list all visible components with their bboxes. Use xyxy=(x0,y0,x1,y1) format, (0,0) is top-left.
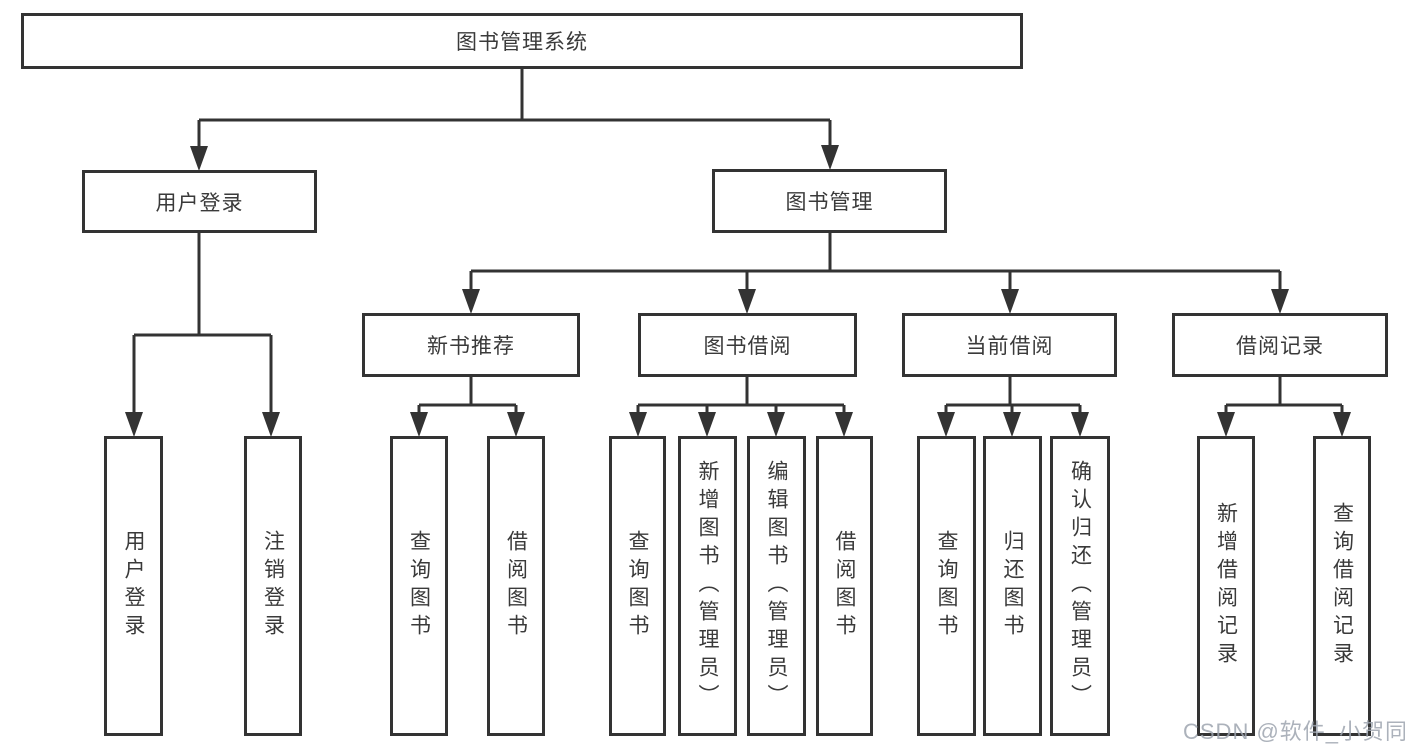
node-borrow-records-label: 借阅记录 xyxy=(1236,335,1324,358)
arrowheads xyxy=(125,145,1351,437)
leaf-cb-return-books: 归还图书 xyxy=(983,436,1042,736)
leaf-bb-add-books-admin-label: 新增图书（管理员） xyxy=(696,460,719,712)
leaf-bb-query-books: 查询图书 xyxy=(609,436,666,736)
leaf-br-add-record: 新增借阅记录 xyxy=(1197,436,1255,736)
node-book-borrow: 图书借阅 xyxy=(638,313,857,377)
leaf-user-login: 用户登录 xyxy=(104,436,163,736)
node-root: 图书管理系统 xyxy=(21,13,1023,69)
node-book-borrow-label: 图书借阅 xyxy=(703,335,792,358)
node-current-borrow: 当前借阅 xyxy=(902,313,1117,377)
leaf-cb-confirm-return-admin-label: 确认归还（管理员） xyxy=(1068,460,1092,712)
node-book-management-label: 图书管理 xyxy=(785,191,874,214)
node-new-book-recommend: 新书推荐 xyxy=(362,313,580,377)
leaf-cb-return-books-label: 归还图书 xyxy=(1001,530,1024,642)
node-user-login-label: 用户登录 xyxy=(155,191,244,215)
leaf-bb-edit-books-admin-label: 编辑图书（管理员） xyxy=(765,460,788,712)
node-borrow-records: 借阅记录 xyxy=(1172,313,1388,377)
leaf-br-add-record-label: 新增借阅记录 xyxy=(1214,502,1238,670)
leaf-bb-borrow-books: 借阅图书 xyxy=(816,436,873,736)
leaf-user-login-label: 用户登录 xyxy=(122,530,145,642)
leaf-cb-query-books-label: 查询图书 xyxy=(935,530,958,642)
leaf-br-query-record: 查询借阅记录 xyxy=(1313,436,1371,736)
node-user-login: 用户登录 xyxy=(82,170,317,233)
leaf-bb-edit-books-admin: 编辑图书（管理员） xyxy=(747,436,806,736)
leaf-nbr-query-books: 查询图书 xyxy=(390,436,448,736)
leaf-logout: 注销登录 xyxy=(244,436,302,736)
leaf-logout-label: 注销登录 xyxy=(261,530,285,642)
node-book-management: 图书管理 xyxy=(712,169,947,233)
leaf-cb-confirm-return-admin: 确认归还（管理员） xyxy=(1050,436,1110,736)
leaf-nbr-query-books-label: 查询图书 xyxy=(407,530,431,642)
leaf-bb-borrow-books-label: 借阅图书 xyxy=(833,530,856,642)
leaf-bb-add-books-admin: 新增图书（管理员） xyxy=(678,436,737,736)
node-current-borrow-label: 当前借阅 xyxy=(965,335,1054,358)
csdn-watermark: CSDN @软件_小贺同学 xyxy=(1183,719,1405,744)
node-new-book-recommend-label: 新书推荐 xyxy=(427,335,515,358)
leaf-bb-query-books-label: 查询图书 xyxy=(626,530,649,642)
leaf-br-query-record-label: 查询借阅记录 xyxy=(1330,502,1354,670)
leaf-cb-query-books: 查询图书 xyxy=(917,436,976,736)
leaf-nbr-borrow-books: 借阅图书 xyxy=(487,436,545,736)
leaf-nbr-borrow-books-label: 借阅图书 xyxy=(504,530,528,642)
node-root-label: 图书管理系统 xyxy=(456,31,588,54)
